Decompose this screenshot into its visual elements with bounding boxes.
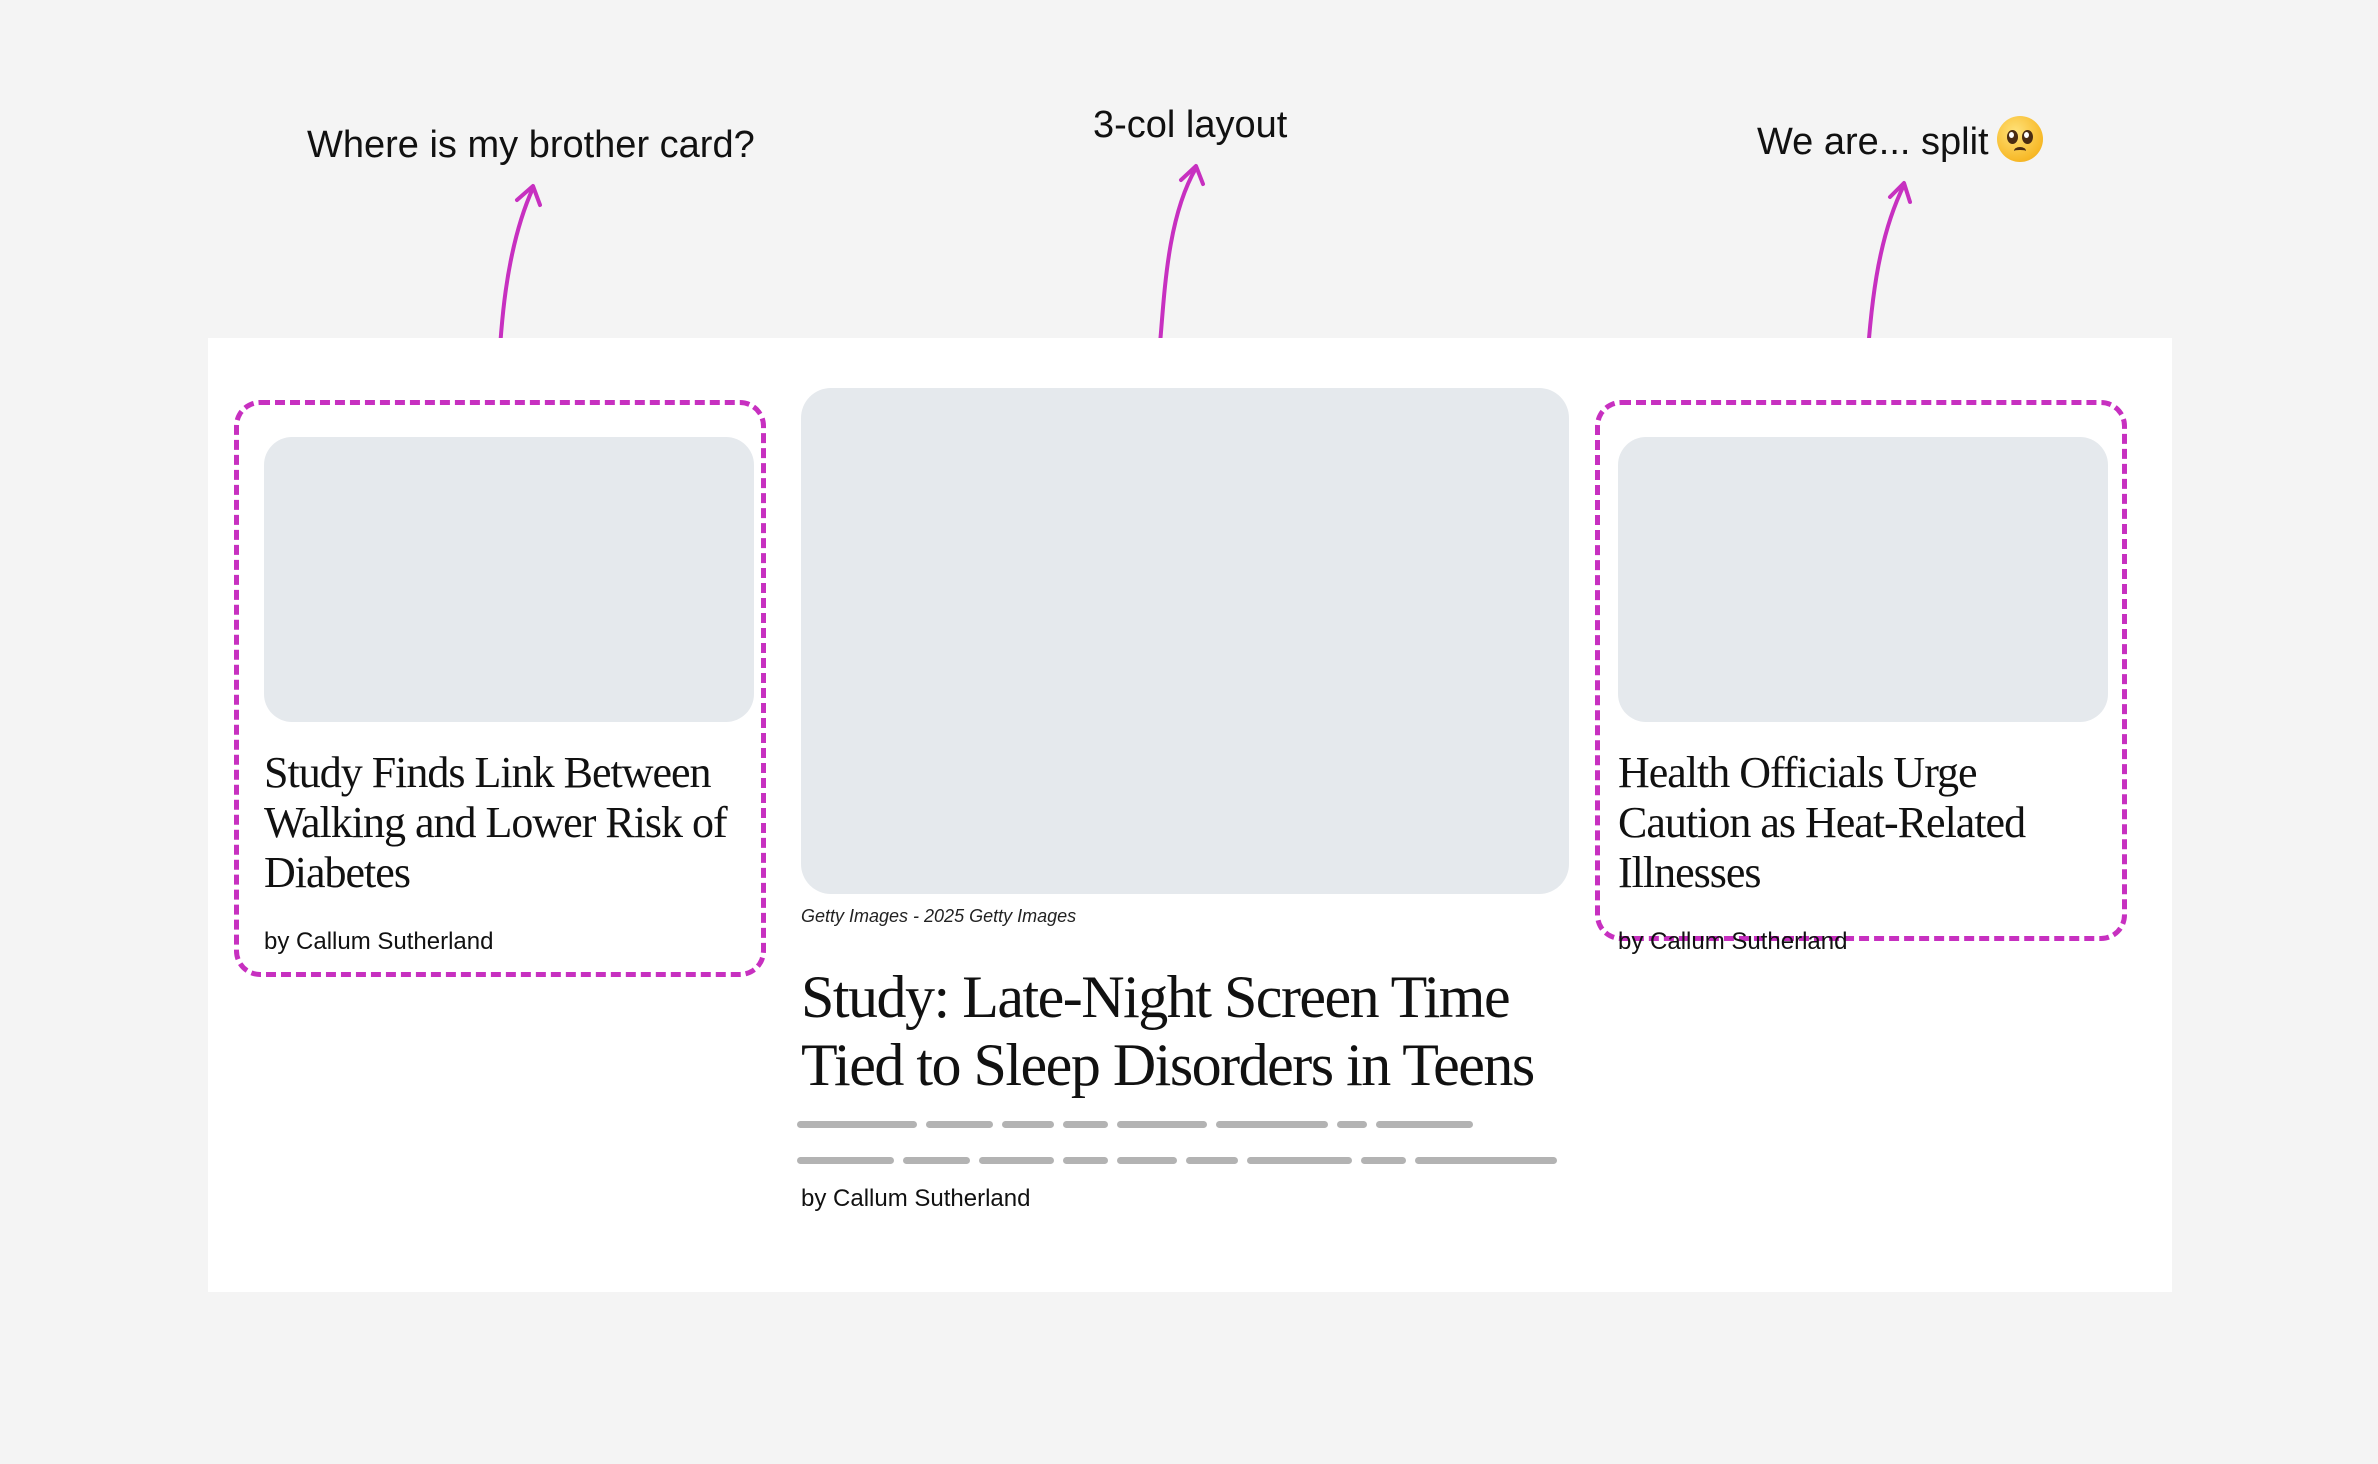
highlight-left-card xyxy=(234,400,766,977)
summary-text-placeholder xyxy=(797,1121,1569,1164)
arrow-right-head xyxy=(1888,181,1912,204)
annotation-split-text: We are... split xyxy=(1757,121,1989,163)
article-byline: by Callum Sutherland xyxy=(264,928,494,955)
article-card-right[interactable]: Health Officials Urge Caution as Heat-Re… xyxy=(1618,437,2108,956)
article-card-left[interactable]: Study Finds Link Between Walking and Low… xyxy=(264,437,754,956)
arrow-middle-head xyxy=(1179,164,1205,186)
arrow-left-head xyxy=(515,184,542,207)
article-headline[interactable]: Health Officials Urge Caution as Heat-Re… xyxy=(1618,748,2026,897)
highlight-right-card xyxy=(1595,400,2127,941)
article-headline[interactable]: Study: Late-Night Screen Time Tied to Sl… xyxy=(801,964,1535,1098)
three-column-layout: Study Finds Link Between Walking and Low… xyxy=(208,338,2172,1292)
article-headline[interactable]: Study Finds Link Between Walking and Low… xyxy=(264,748,728,897)
article-card-main[interactable]: Getty Images - 2025 Getty Images Study: … xyxy=(797,388,1569,1213)
annotation-split: We are... split xyxy=(1757,116,2043,164)
article-byline: by Callum Sutherland xyxy=(801,1185,1031,1212)
article-image-placeholder xyxy=(1618,437,2108,722)
annotation-brother-card: Where is my brother card? xyxy=(307,124,755,166)
image-credit: Getty Images - 2025 Getty Images xyxy=(801,906,1077,926)
pleading-face-icon xyxy=(1996,116,2043,162)
article-image-placeholder xyxy=(801,388,1569,894)
annotation-3-col-layout: 3-col layout xyxy=(1093,104,1288,146)
article-image-placeholder xyxy=(264,437,754,722)
article-byline: by Callum Sutherland xyxy=(1618,928,1848,955)
